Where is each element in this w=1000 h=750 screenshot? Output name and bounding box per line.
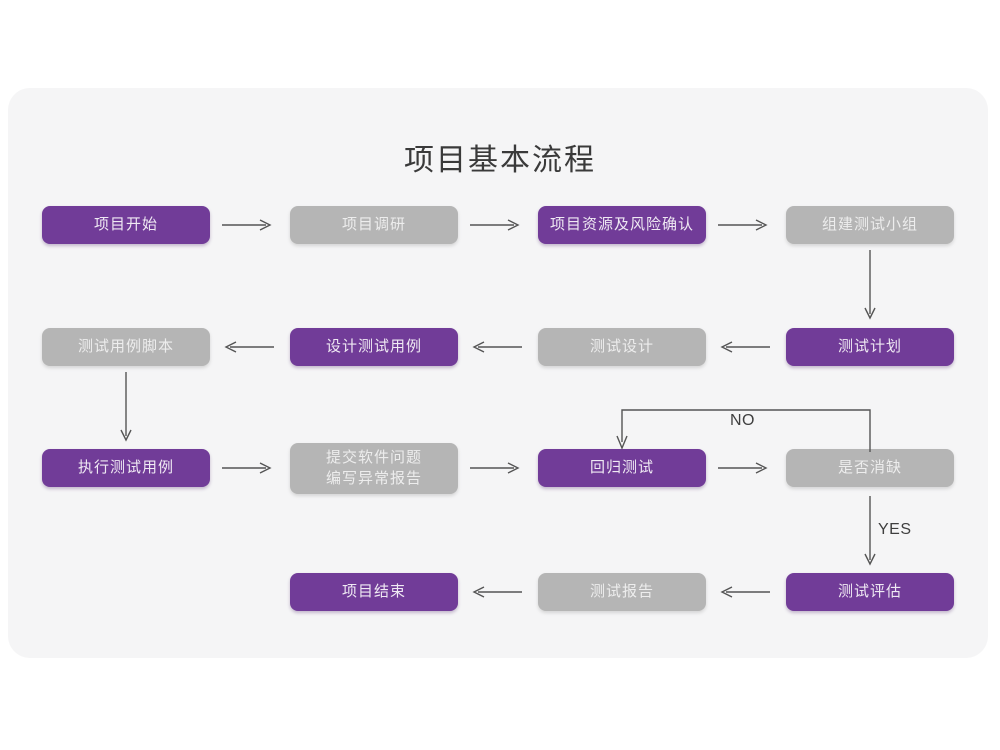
node-project-end[interactable]: 项目结束 — [290, 573, 458, 611]
node-design-test-case[interactable]: 设计测试用例 — [290, 328, 458, 366]
node-project-start[interactable]: 项目开始 — [42, 206, 210, 244]
node-test-report[interactable]: 测试报告 — [538, 573, 706, 611]
page-title: 项目基本流程 — [404, 144, 596, 177]
node-label-line1: 提交软件问题 — [325, 449, 422, 467]
node-defect-resolved[interactable]: 是否消缺 — [786, 449, 954, 487]
edge-label-yes: YES — [878, 521, 912, 538]
node-label-line2: 编写异常报告 — [325, 469, 422, 487]
node-test-plan[interactable]: 测试计划 — [786, 328, 954, 366]
node-regression-test[interactable]: 回归测试 — [538, 449, 706, 487]
node-submit-issue-report[interactable]: 提交软件问题 编写异常报告 — [290, 443, 458, 494]
node-project-research[interactable]: 项目调研 — [290, 206, 458, 244]
node-resource-risk-confirm[interactable]: 项目资源及风险确认 — [538, 206, 706, 244]
edge-label-no: NO — [730, 412, 755, 429]
node-execute-test-case[interactable]: 执行测试用例 — [42, 449, 210, 487]
diagram-canvas — [8, 88, 988, 658]
node-test-case-script[interactable]: 测试用例脚本 — [42, 328, 210, 366]
node-build-test-team[interactable]: 组建测试小组 — [786, 206, 954, 244]
node-test-evaluation[interactable]: 测试评估 — [786, 573, 954, 611]
node-test-design[interactable]: 测试设计 — [538, 328, 706, 366]
